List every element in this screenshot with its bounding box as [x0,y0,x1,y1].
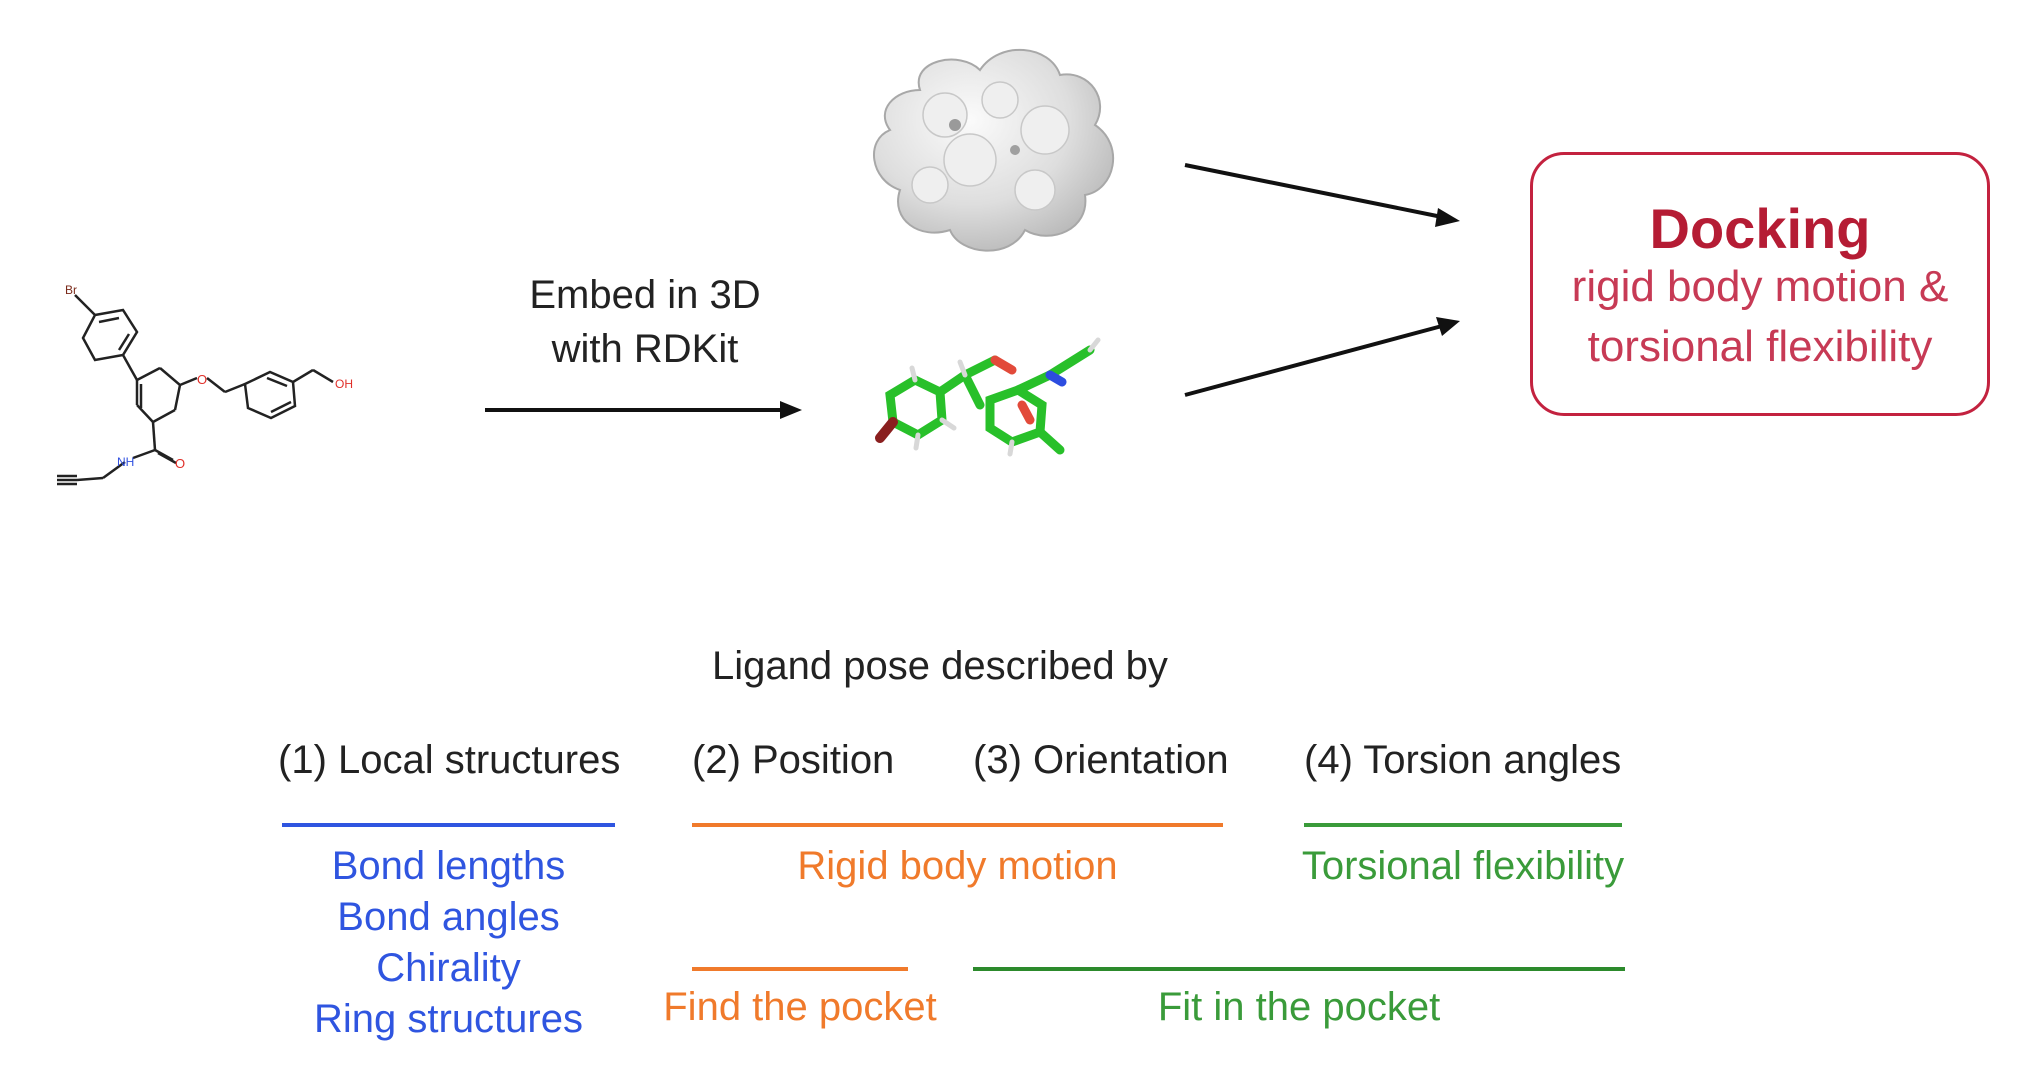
find-the-pocket-label: Find the pocket [663,985,937,1029]
fit-pocket-underline [973,967,1625,971]
oxygen-atom-label: O [197,372,207,387]
rigid-body-underline [692,823,1223,827]
column-local-structures: (1) Local structures [278,738,621,782]
item-bond-lengths: Bond lengths [331,844,566,888]
bromine-atom-label: Br [65,283,77,297]
column-torsion-angles: (4) Torsion angles [1304,738,1622,782]
pose-heading: Ligand pose described by [712,644,1168,688]
docking-title: Docking [1649,197,1871,260]
ligand-3d-image [875,337,1101,457]
item-bond-angles: Bond angles [337,895,560,939]
local-structures-underline [282,823,615,827]
item-chirality: Chirality [376,946,521,990]
item-ring-structures: Ring structures [314,997,583,1041]
docking-box [1530,152,1990,416]
torsional-flexibility-label: Torsional flexibility [1301,844,1625,888]
torsional-underline [1304,823,1622,827]
hydroxyl-label: OH [335,377,353,391]
embed-arrow [485,401,802,419]
embed-label-line1: Embed in 3D [529,273,761,317]
rigid-body-motion-label: Rigid body motion [797,844,1118,888]
docking-arrows [1184,163,1460,397]
find-pocket-underline [692,967,908,971]
molecule-2d-structure: Br O O OH NH [57,283,353,486]
column-position: (2) Position [692,738,895,782]
fit-in-the-pocket-label: Fit in the pocket [1157,985,1441,1029]
docking-subtitle-line2: torsional flexibility [1587,322,1933,371]
embed-label: Embed in 3D with RDKit [480,268,810,376]
column-orientation: (3) Orientation [973,738,1229,782]
docking-subtitle-line1: rigid body motion & [1571,262,1949,311]
amine-label: NH [117,455,134,469]
protein-surface-image [873,48,1114,252]
carbonyl-oxygen-label: O [175,456,185,471]
embed-label-line2: with RDKit [551,327,739,371]
